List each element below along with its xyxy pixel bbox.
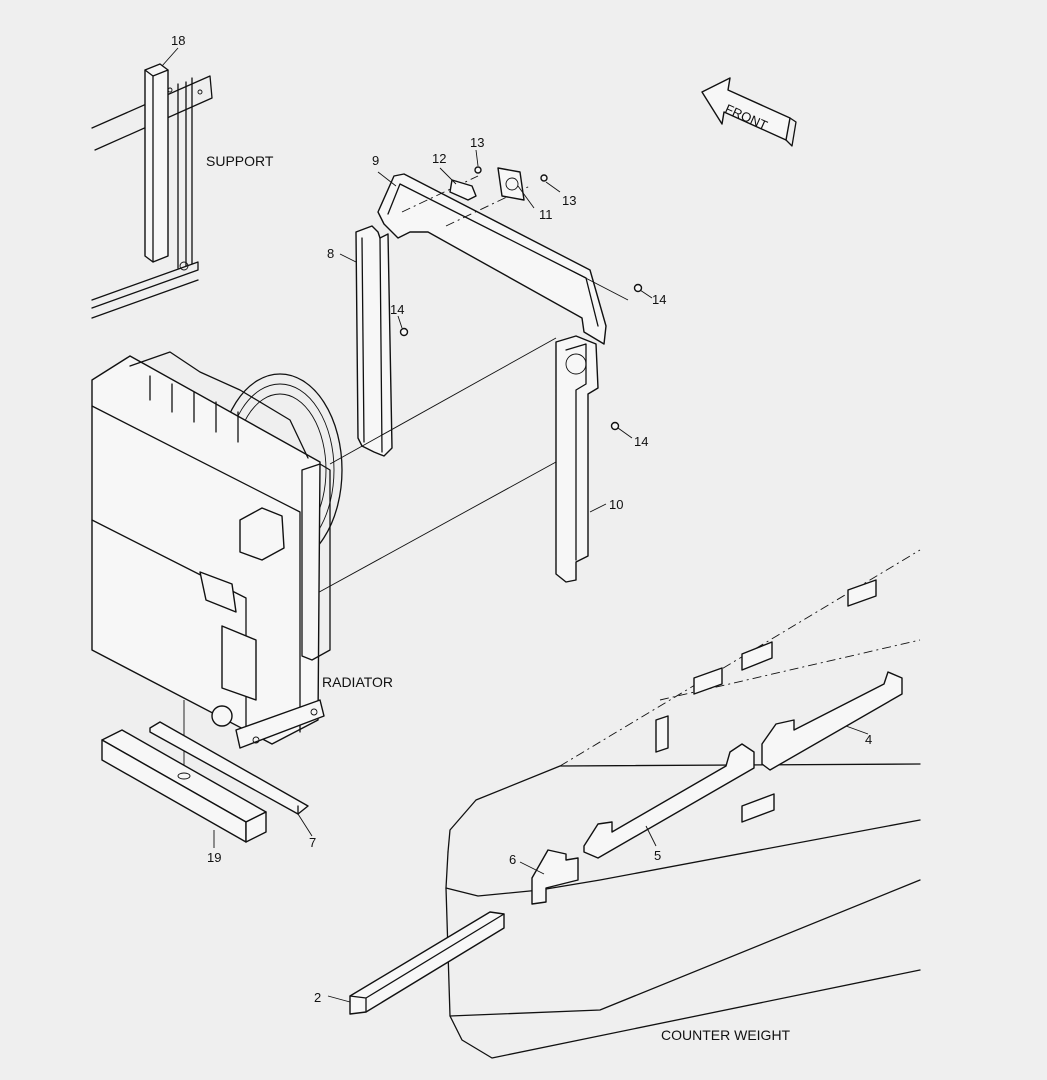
callout-12: 12 — [432, 151, 446, 166]
part-10-column — [555, 283, 643, 583]
callout-4: 4 — [865, 732, 872, 747]
callout-5: 5 — [654, 848, 661, 863]
part-4-liner — [761, 671, 903, 771]
radiator-assembly — [91, 351, 343, 749]
part-9-bracket — [377, 173, 607, 345]
callout-2: 2 — [314, 990, 321, 1005]
part-8-column — [355, 225, 409, 457]
callout-8: 8 — [327, 246, 334, 261]
part-19-block — [101, 729, 267, 843]
support-label: SUPPORT — [206, 153, 274, 169]
callout-19: 19 — [207, 850, 221, 865]
callout-14b: 14 — [652, 292, 666, 307]
counter-weight-pads — [655, 579, 877, 823]
part-7-bar — [149, 721, 309, 815]
callout-14a: 14 — [390, 302, 404, 317]
callout-13a: 13 — [470, 135, 484, 150]
callout-13b: 13 — [562, 193, 576, 208]
part-11-plate — [497, 167, 525, 201]
front-arrow-icon: FRONT — [701, 77, 797, 147]
part-13-bolts — [474, 166, 548, 182]
callout-14c: 14 — [634, 434, 648, 449]
part-18-column — [144, 63, 169, 263]
callout-6: 6 — [509, 852, 516, 867]
part-5-liner — [583, 743, 755, 859]
callout-10: 10 — [609, 497, 623, 512]
part-6-block — [531, 849, 579, 905]
radiator-label: RADIATOR — [322, 674, 393, 690]
callout-18: 18 — [171, 33, 185, 48]
callout-11: 11 — [539, 207, 553, 222]
counter-weight-label: COUNTER WEIGHT — [661, 1027, 791, 1043]
callout-9: 9 — [372, 153, 379, 168]
part-12-clip — [449, 179, 477, 201]
leader-lines — [161, 47, 869, 1003]
part-2-bar — [349, 911, 505, 1015]
callout-7: 7 — [309, 835, 316, 850]
